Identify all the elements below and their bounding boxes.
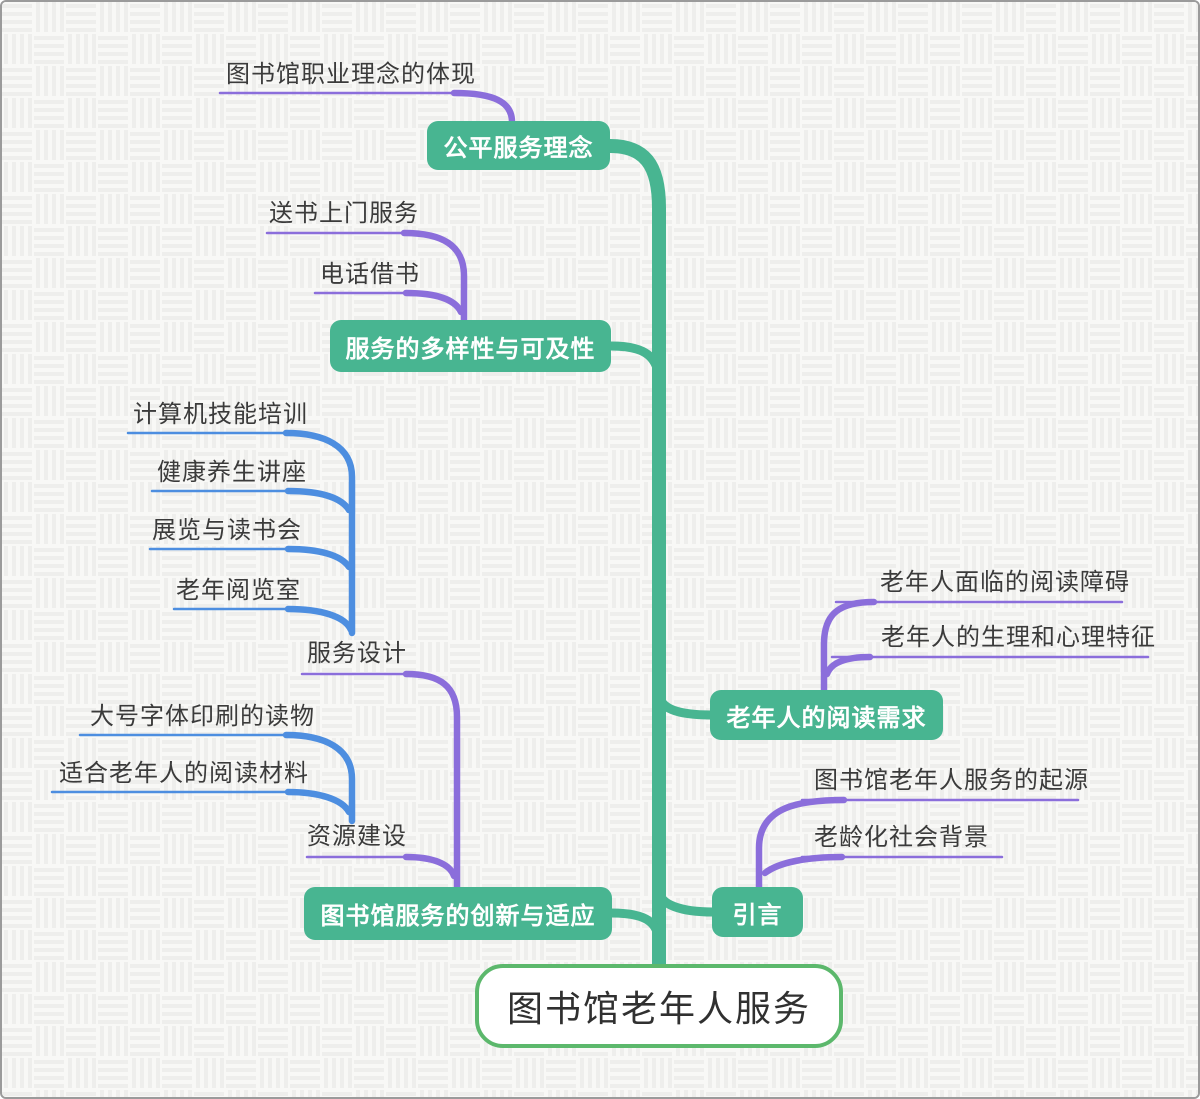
branch-health-lectures-elbow [284,487,353,514]
label-exhibitions-book-clubs[interactable]: 展览与读书会 [152,517,302,544]
branch-service-origin-elbow [755,796,848,892]
node-fair-service-concept[interactable]: 公平服务理念 [427,121,610,170]
node-elderly-reading-needs[interactable]: 老年人的阅读需求 [710,690,943,740]
branch-aging-society-elbow [761,853,846,877]
label-resource-building[interactable]: 资源建设 [307,823,407,850]
label-health-lectures[interactable]: 健康养生讲座 [157,459,307,486]
connector-service-innovation [606,908,662,937]
branch-home-delivery-elbow [400,229,468,325]
branch-physio-psych-traits-elbow [823,653,874,678]
branch-elderly-reading-room-elbow [284,605,355,634]
label-aging-society[interactable]: 老龄化社会背景 [814,824,989,851]
connector-service-diversity [606,341,662,373]
label-elderly-reading-room[interactable]: 老年阅览室 [176,577,301,604]
label-professional-concept[interactable]: 图书馆职业理念的体现 [226,61,476,88]
label-physio-psych-traits[interactable]: 老年人的生理和心理特征 [881,624,1156,651]
node-introduction[interactable]: 引言 [712,887,803,937]
branch-service-design-elbow [402,670,461,892]
label-reading-obstacles[interactable]: 老年人面临的阅读障碍 [880,569,1130,596]
branch-suitable-materials-elbow [284,788,353,816]
node-service-innovation[interactable]: 图书馆服务的创新与适应 [304,887,612,940]
label-suitable-materials[interactable]: 适合老年人的阅读材料 [59,760,309,787]
branch-exhibitions-book-clubs-elbow [284,545,353,571]
label-large-print-books[interactable]: 大号字体印刷的读物 [90,703,315,730]
branch-large-print-books-elbow [282,731,356,825]
label-phone-borrowing[interactable]: 电话借书 [320,261,420,288]
branch-computer-training-elbow [282,429,356,637]
connector-introduction [654,885,718,917]
connector-reading-needs [654,688,716,720]
branch-reading-obstacles-elbow [820,598,878,695]
branch-professional-concept-elbow [450,89,516,126]
branch-phone-borrowing-elbow [402,289,465,316]
label-computer-training[interactable]: 计算机技能培训 [133,401,308,428]
node-service-diversity[interactable]: 服务的多样性与可及性 [330,320,611,372]
root-node[interactable]: 图书馆老年人服务 [475,964,843,1048]
label-service-design[interactable]: 服务设计 [307,640,407,667]
branch-resource-building-elbow [402,853,458,880]
trunk-line [603,139,666,971]
label-service-origin[interactable]: 图书馆老年人服务的起源 [814,767,1089,794]
label-home-delivery[interactable]: 送书上门服务 [269,200,419,227]
